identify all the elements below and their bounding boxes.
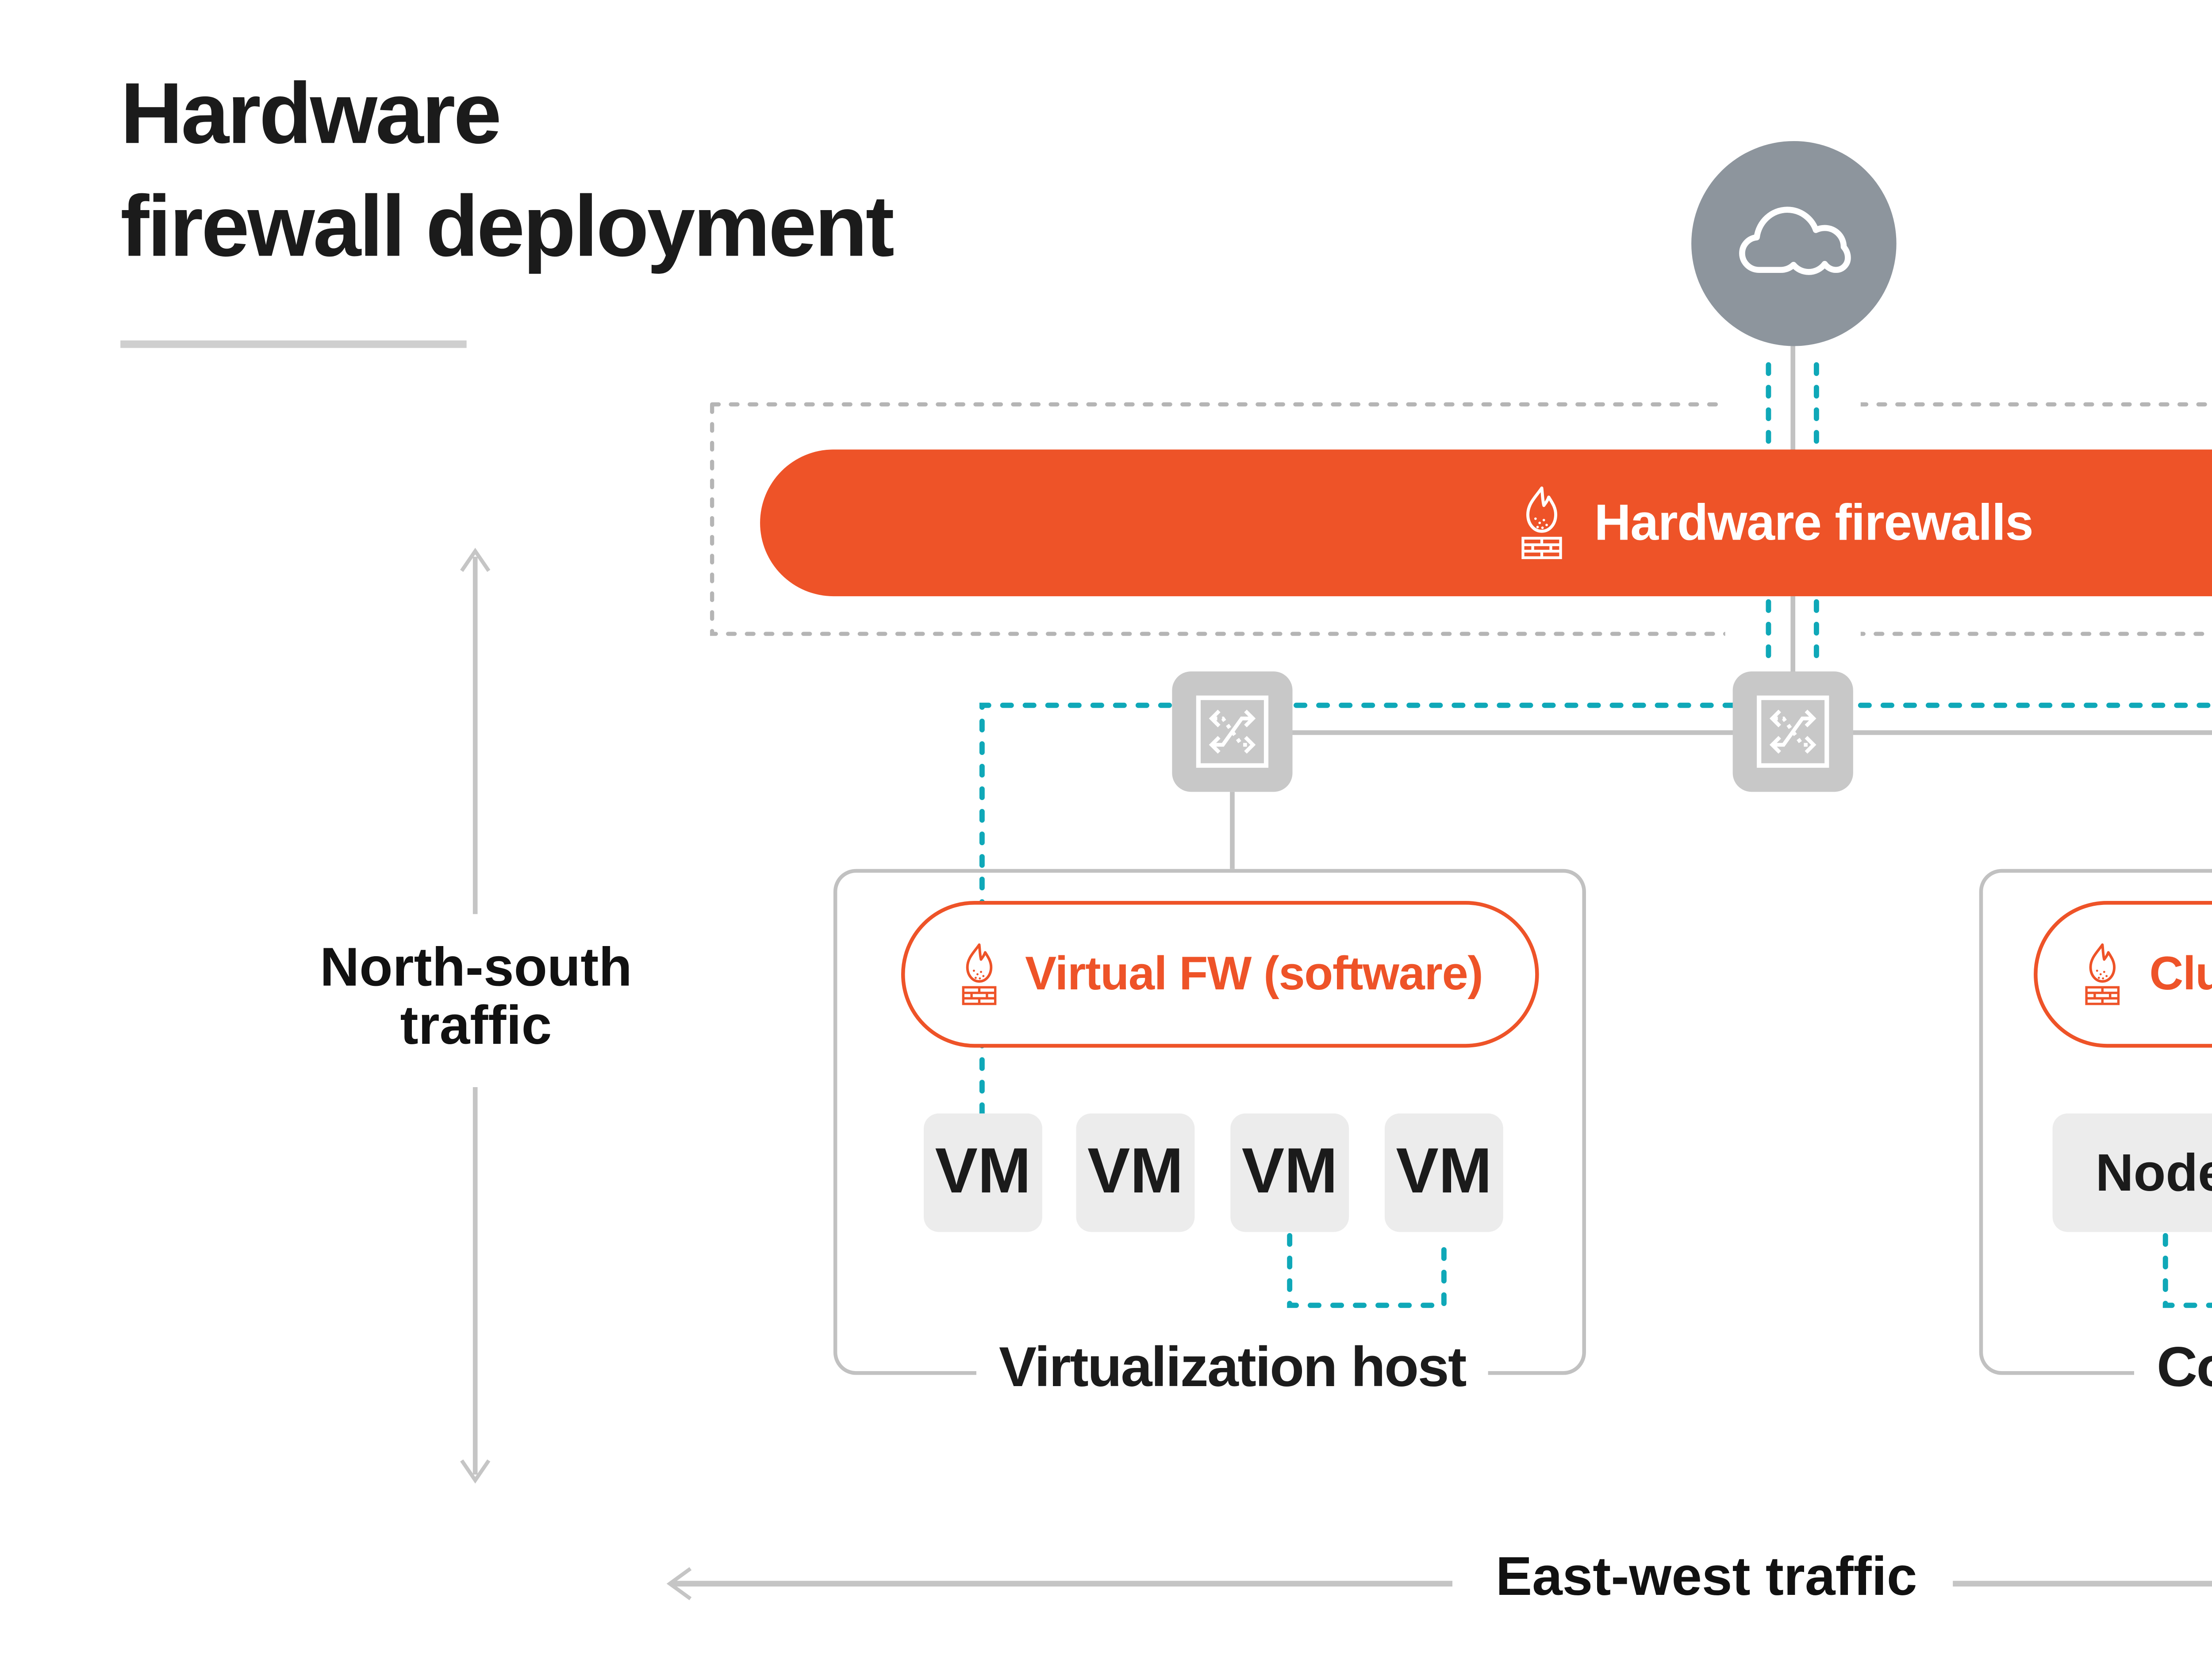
virtual-fw-pill: Virtual FW (software)	[901, 900, 1539, 1048]
virtual-fw-label: Virtual FW (software)	[1025, 947, 1483, 1000]
hardware-firewalls-bar: Hardware firewalls	[760, 449, 2212, 597]
cloud-icon	[1738, 206, 1850, 274]
switch-middle	[1732, 671, 1853, 792]
vm-box-3: VM	[1230, 1113, 1349, 1232]
firewall-icon	[2086, 943, 2121, 1005]
east-west-traffic-label: East-west traffic	[1495, 1548, 1917, 1608]
north-south-arrow	[460, 548, 491, 1484]
north-south-traffic-label: North-south traffic	[320, 939, 632, 1057]
page-title-line1: Hardware	[120, 64, 502, 162]
vm-box-2: VM	[1076, 1113, 1195, 1232]
cluster-fw-label: Cluster FW (software)	[2149, 947, 2212, 1000]
container-host-label: Container host	[2134, 1337, 2212, 1402]
firewall-icon	[962, 943, 996, 1005]
switch-left	[1172, 671, 1293, 792]
network-edge-dashed-border	[710, 402, 2212, 636]
internet-cloud-badge	[1691, 141, 1897, 346]
page-title: Hardware firewall deployment	[120, 57, 895, 282]
switch-icon	[1196, 695, 1269, 768]
hardware-firewalls-label: Hardware firewalls	[1594, 494, 2034, 550]
node-box-1: Node 1	[2052, 1113, 2212, 1232]
switch-icon	[1757, 695, 1829, 768]
virtualization-host-label: Virtualization host	[976, 1337, 1488, 1402]
firewall-icon	[1522, 487, 1563, 559]
page-title-line2: firewall deployment	[120, 176, 895, 275]
vm-box-4: VM	[1384, 1113, 1503, 1232]
cluster-fw-pill: Cluster FW (software)	[2034, 900, 2212, 1048]
east-west-arrow	[666, 1567, 2212, 1601]
vm-box-1: VM	[924, 1113, 1042, 1232]
title-underline-rule	[120, 340, 467, 348]
